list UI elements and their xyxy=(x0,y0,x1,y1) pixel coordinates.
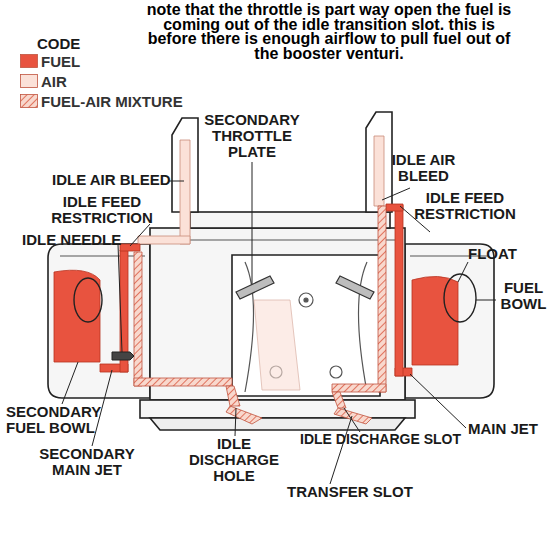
leader-line xyxy=(382,188,410,200)
part-label: MAIN JET xyxy=(468,421,538,437)
leader-line xyxy=(130,224,150,246)
idle-needle xyxy=(112,352,134,360)
fuel xyxy=(54,270,100,362)
fuel xyxy=(412,276,458,365)
part-label: SECONDARY THROTTLE PLATE xyxy=(202,112,302,160)
leader-line xyxy=(330,416,352,484)
fuel xyxy=(386,204,403,211)
carburetor-body xyxy=(150,228,405,400)
fuel-air-mixture xyxy=(134,378,232,386)
part-label: IDLE DISCHARGE SLOT xyxy=(300,432,461,447)
venturi-detail xyxy=(160,239,400,240)
air-passage xyxy=(180,140,190,244)
legend-swatch-box xyxy=(20,74,38,88)
legend-text: FUEL xyxy=(41,53,80,70)
carburetor-body xyxy=(232,255,380,396)
idle-needle xyxy=(112,352,134,360)
part-label: IDLE NEEDLE xyxy=(22,232,121,248)
legend-swatch xyxy=(21,55,38,68)
legend-swatch xyxy=(21,75,38,88)
part-label: SECONDARY MAIN JET xyxy=(32,446,142,478)
venturi-detail xyxy=(299,293,313,307)
part-label: IDLE AIR BLEED xyxy=(52,172,171,188)
part-label: FUEL BOWL xyxy=(495,280,552,312)
leader-line xyxy=(344,408,360,432)
fuel-air-mixture xyxy=(134,252,142,386)
legend-item: AIR xyxy=(20,72,67,90)
float xyxy=(444,274,476,322)
legend-swatch-box xyxy=(20,94,38,108)
leader-line xyxy=(235,408,236,436)
fuel-air-mixture xyxy=(332,392,346,408)
leader-line xyxy=(476,300,496,301)
leader-line xyxy=(118,244,122,352)
fuel-air-mixture xyxy=(226,386,240,406)
venturi-detail xyxy=(60,255,145,256)
fuel-air-mixture xyxy=(332,384,386,392)
legend-text: AIR xyxy=(41,73,67,90)
fuel xyxy=(54,204,458,376)
throttle-plate xyxy=(236,276,374,299)
note-text: note that the throttle is part way open … xyxy=(140,3,518,61)
part-label: IDLE AIR BLEED xyxy=(381,152,466,184)
fuel-air-mixture xyxy=(134,206,386,424)
venturi-detail xyxy=(359,262,368,392)
air-passage xyxy=(138,136,384,390)
legend-item: FUEL-AIR MIXTURE xyxy=(20,92,183,110)
legend-text: FUEL-AIR MIXTURE xyxy=(41,93,183,110)
throttle-plate xyxy=(336,276,374,299)
legend-swatch xyxy=(21,95,38,108)
carburetor-body xyxy=(140,400,415,418)
part-label: TRANSFER SLOT xyxy=(287,484,413,500)
air-passage xyxy=(374,136,384,206)
leader-line xyxy=(410,374,466,428)
throttle-plate xyxy=(236,276,274,299)
legend-item: FUEL xyxy=(20,52,80,70)
leader-line xyxy=(62,362,78,404)
fuel xyxy=(395,205,403,376)
fuel-air-mixture xyxy=(378,206,386,392)
leader-line xyxy=(458,262,468,282)
carburetor-body xyxy=(190,212,390,228)
air-passage xyxy=(254,300,300,390)
venturi-detail xyxy=(330,366,342,378)
leader-line xyxy=(252,162,253,284)
carburetor-body xyxy=(405,244,494,398)
venturi-detail xyxy=(60,240,488,392)
fuel xyxy=(120,244,140,251)
vent-tube xyxy=(172,112,392,212)
float xyxy=(74,278,102,322)
part-label: SECONDARY FUEL BOWL xyxy=(6,404,124,436)
part-label: IDLE FEED RESTRICTION xyxy=(408,190,522,222)
fuel-air-mixture xyxy=(226,406,262,424)
part-label: FLOAT xyxy=(468,246,517,262)
part-label: IDLE FEED RESTRICTION xyxy=(46,194,158,226)
legend-swatch-box xyxy=(20,54,38,68)
legend-heading: CODE xyxy=(37,36,80,52)
venturi-detail xyxy=(304,298,308,302)
air-passage xyxy=(138,236,190,244)
part-label: IDLE DISCHARGE HOLE xyxy=(182,436,286,484)
carburetor-body xyxy=(48,244,150,398)
